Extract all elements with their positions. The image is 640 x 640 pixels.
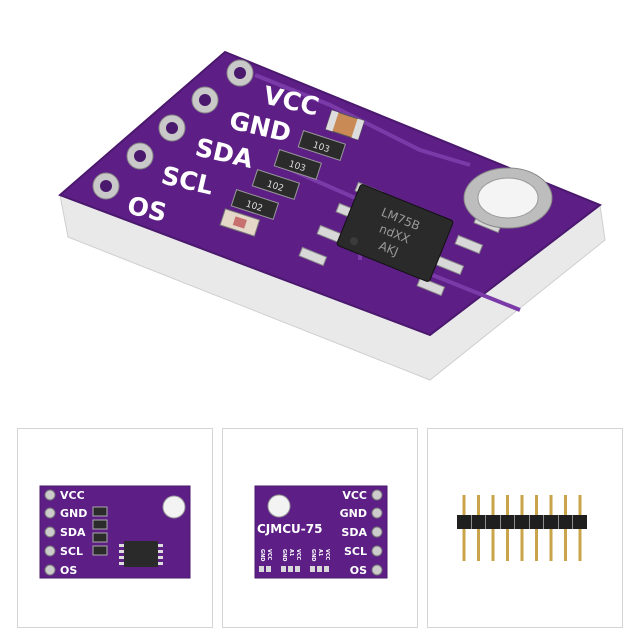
pin-holes (92, 59, 254, 200)
svg-text:VCC: VCC (266, 549, 272, 561)
pcb-board (58, 50, 602, 337)
pin-label-scl: SCL (344, 545, 367, 558)
sensor-chip (124, 541, 158, 567)
solder-pads (259, 566, 329, 572)
pin-label-os: OS (350, 564, 367, 577)
pin-label-vcc: VCC (342, 489, 367, 502)
svg-text:A1: A1 (288, 549, 294, 557)
pin-label-os: OS (60, 564, 77, 577)
thumbnail-front-view[interactable]: VCC GND SDA SCL OS (17, 428, 213, 628)
sensor-chip: LM75B ndXX AKJ (336, 184, 454, 282)
resistors (92, 506, 108, 556)
header-plastic-block (544, 515, 558, 529)
trace (419, 268, 521, 312)
resistor: 102 (251, 168, 301, 200)
mounting-hole (162, 495, 186, 519)
trace (254, 73, 471, 167)
breakout-board-photo: VCC GND SDA SCL OS 103 103 102 102 (58, 50, 606, 381)
main-product-photo: VCC GND SDA SCL OS 103 103 102 102 (58, 50, 606, 381)
svg-text:GND: GND (281, 549, 287, 561)
header-plastic-block (515, 515, 529, 529)
resistor: 103 (273, 148, 323, 180)
header-plastic-block (573, 515, 587, 529)
pin-label-sda: SDA (341, 526, 367, 539)
header-plastic-block (486, 515, 500, 529)
header-plastic-block (558, 515, 573, 529)
mounting-hole (463, 167, 553, 229)
pin-label-gnd: GND (60, 507, 87, 520)
svg-text:GND: GND (259, 549, 265, 561)
board-title: CJMCU-75 (257, 522, 322, 536)
svg-text:AKJ: AKJ (377, 239, 400, 259)
header-plastic-block (471, 515, 486, 529)
led (219, 208, 261, 237)
pin-label-scl: SCL (60, 545, 83, 558)
svg-text:GND: GND (310, 549, 316, 561)
svg-text:VCC: VCC (324, 549, 330, 561)
resistor: 103 (297, 129, 347, 161)
header-plastic-block (529, 515, 544, 529)
mounting-hole (267, 494, 291, 518)
header-pin-strip (457, 495, 587, 561)
header-plastic-block (457, 515, 471, 529)
svg-text:A1: A1 (317, 549, 323, 557)
thumbnail-header-pins[interactable] (427, 428, 623, 628)
header-plastic-block (500, 515, 515, 529)
pin-holes (44, 489, 56, 576)
address-pad-labels: GND VCC GND A1 VCC GND A1 VCC (259, 549, 330, 561)
capacitor (325, 109, 365, 141)
pin-holes (371, 489, 383, 576)
thumbnail-back-view[interactable]: CJMCU-75 VCC GND SDA SCL OS GND VCC GND … (222, 428, 418, 628)
chip-pins (119, 544, 163, 565)
pin-label-vcc: VCC (60, 489, 85, 502)
pin-label-sda: SDA (60, 526, 86, 539)
pin-label-gnd: GND (340, 507, 367, 520)
resistor: 102 (230, 188, 280, 220)
svg-text:VCC: VCC (295, 549, 301, 561)
